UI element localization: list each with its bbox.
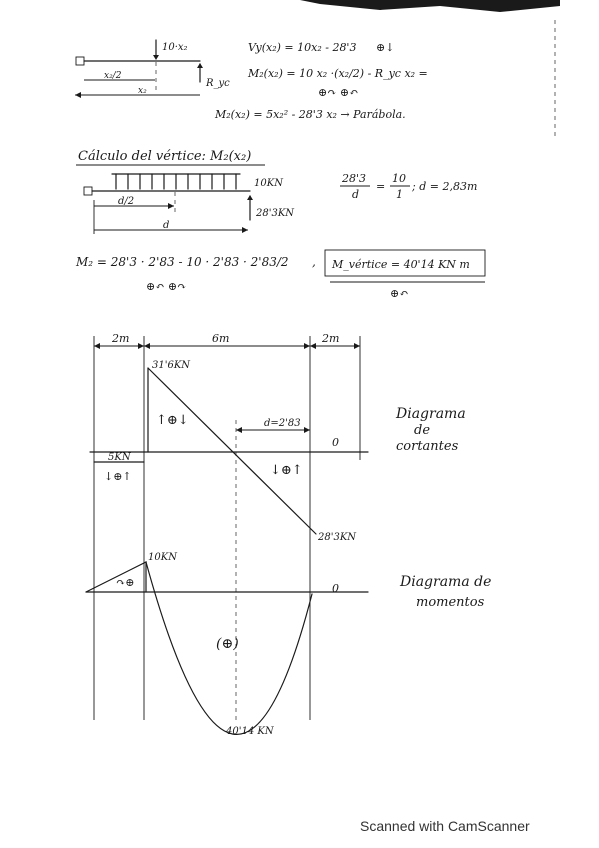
shear-equation-sign: ⊕↓	[376, 41, 394, 54]
moment-zero-label: 0	[332, 582, 339, 595]
top-beam-sketch	[75, 39, 203, 98]
shear-left-label: 5KN	[108, 452, 132, 463]
span-mid-label: 6m	[212, 332, 229, 345]
vertex-result: M_vértice = 40'14 KN m	[331, 258, 470, 271]
shear-zero-label: 0	[332, 436, 339, 449]
vertex-result-box	[324, 249, 486, 277]
page-edge-decoration	[300, 0, 560, 140]
shear-diagram	[89, 367, 369, 535]
moment-sign-mid: (⊕)	[216, 636, 239, 652]
vertex-dim-half: d/2	[118, 196, 134, 207]
vertex-calc-signs: ⊕↶ ⊕↷	[146, 280, 186, 293]
moment-equation: M₂(x₂) = 10 x₂ ·(x₂/2) - R_yc x₂ =	[247, 67, 428, 80]
ratio-den-1: d	[352, 188, 359, 201]
shear-sign-positive: ↑⊕↓	[156, 413, 189, 428]
camscanner-watermark: Scanned with CamScanner	[360, 818, 530, 834]
shear-equation: Vy(x₂) = 10x₂ - 28'3	[248, 41, 356, 54]
shear-min-label: 28'3KN	[317, 532, 357, 543]
top-beam-dim-full: x₂	[138, 86, 147, 96]
moment-parabola	[145, 561, 313, 735]
shear-sign-negative: ↓⊕↑	[270, 463, 303, 478]
moment-equation-result: M₂(x₂) = 5x₂² - 28'3 x₂ → Parábola.	[214, 108, 406, 121]
svg-text:,: ,	[312, 255, 316, 269]
top-beam-reaction: R_yc	[205, 78, 230, 89]
vertex-load: 10KN	[254, 178, 284, 189]
vertex-dim-full: d	[163, 220, 169, 231]
moment-left-label: 10KN	[148, 552, 178, 563]
top-beam-dim-half: x₂/2	[104, 71, 122, 81]
vertex-result-sign: ⊕↶	[390, 287, 408, 300]
moment-title-line2: momentos	[416, 595, 485, 610]
ratio-result: ; d = 2,83m	[411, 180, 477, 193]
ratio-num-1: 28'3	[341, 172, 366, 185]
span-left-label: 2m	[111, 332, 129, 345]
top-beam-load: 10·x₂	[162, 42, 188, 53]
ratio-den-2: 1	[396, 188, 403, 201]
moment-equation-signs: ⊕↷ ⊕↶	[318, 86, 358, 99]
vertex-title: Cálculo del vértice: M₂(x₂)	[78, 149, 251, 164]
shear-title-line2: de	[414, 423, 430, 438]
svg-text:=: =	[376, 180, 385, 193]
shear-title-line3: cortantes	[396, 439, 459, 454]
vertex-reaction: 28'3KN	[255, 208, 295, 219]
span-right-label: 2m	[321, 332, 339, 345]
moment-title-line1: Diagrama de	[399, 574, 491, 590]
span-dimension-lines	[93, 336, 361, 720]
vertex-beam-sketch	[83, 173, 253, 234]
shear-max-label: 31'6KN	[152, 360, 191, 371]
moment-sign-left: ↷⊕	[116, 576, 134, 589]
moment-diagram	[85, 561, 369, 735]
shear-line	[147, 367, 317, 535]
shear-d-label: d=2'83	[264, 418, 301, 429]
moment-max-label: 40'14 KN	[225, 726, 275, 737]
shear-title-line1: Diagrama	[395, 406, 466, 422]
shear-sign-left: ↓⊕↑	[104, 470, 132, 483]
vertex-moment-calc: M₂ = 28'3 · 2'83 - 10 · 2'83 · 2'83/2	[75, 255, 289, 269]
ratio-num-2: 10	[392, 172, 406, 185]
